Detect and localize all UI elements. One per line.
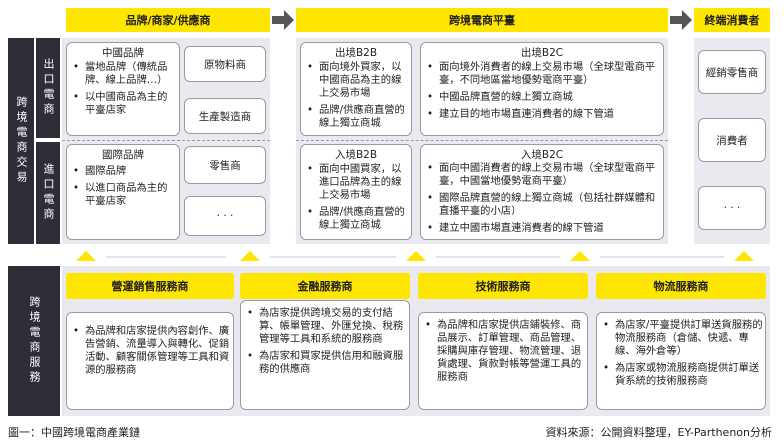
- export-b2c-list: 面向境外消費者的線上交易市場（全球型電商平臺，不同地區當地優勢電商平臺） 中國品…: [427, 61, 661, 125]
- service-list: 為店家/平臺提供訂單送貨服務的物流服務商（倉儲、快遞、專線、海外倉等） 為店家或…: [603, 319, 763, 392]
- supplier-more-box: · · ·: [184, 196, 266, 236]
- list-item: 國際品牌直營的線上獨立商城（包括社群媒體和直播平臺的小店）: [427, 192, 661, 218]
- import-b2b-list: 面向中國買家，以進口品牌為主的線上交易市場 品牌/供應商直營的線上獨立商城: [307, 163, 409, 236]
- box-title: 國際品牌: [102, 149, 144, 161]
- list-item: 當地品牌（傳統品牌、線上品牌…）: [73, 61, 177, 87]
- export-b2c-box: 出境B2C 面向境外消費者的線上交易市場（全球型電商平臺，不同地區當地優勢電商平…: [420, 42, 664, 136]
- import-b2b-box: 入境B2B 面向中國買家，以進口品牌為主的線上交易市場 品牌/供應商直營的線上獨…: [300, 144, 412, 240]
- export-label: 出口電商: [36, 38, 60, 138]
- list-item: 為店家/平臺提供訂單送貨服務的物流服務商（倉儲、快遞、專線、海外倉等）: [603, 319, 763, 358]
- list-item: 為店家和買家提供信用和融資服務的供應商: [247, 350, 407, 376]
- import-b2c-list: 面向中國消費者的線上交易市場（全球型電商平臺，中國當地優勢電商平臺） 國際品牌直…: [427, 162, 661, 239]
- import-b2c-box: 入境B2C 面向中國消費者的線上交易市場（全球型電商平臺，中國當地優勢電商平臺）…: [420, 144, 664, 240]
- list-item: 面向中國買家，以進口品牌為主的線上交易市場: [307, 163, 409, 202]
- box-title: 入境B2B: [334, 149, 378, 161]
- list-item: 建立目的地市場直連消費者的線下管道: [427, 108, 661, 121]
- list-item: 品牌/供應商直營的線上獨立商城: [307, 104, 409, 130]
- consumer-header: 終端消費者: [694, 8, 770, 32]
- consumer-more-box: · · ·: [698, 186, 766, 230]
- raw-material-box: 原物料商: [184, 46, 266, 82]
- figure-caption: 圖一：中國跨境電商產業鏈: [8, 426, 140, 439]
- consumer-box: 消費者: [698, 118, 766, 162]
- list-item: 為店家或物流服務商提供訂單送貨系統的技術服務商: [603, 362, 763, 388]
- list-item: 為店家提供跨境交易的支付結算、帳單管理、外匯兌換、稅務管理等工具和系統的服務商: [247, 307, 407, 346]
- retailer-box: 零售商: [184, 146, 266, 184]
- service-card-finance: 為店家提供跨境交易的支付結算、帳單管理、外匯兌換、稅務管理等工具和系統的服務商 …: [240, 300, 410, 410]
- list-item: 面向境外消費者的線上交易市場（全球型電商平臺，不同地區當地優勢電商平臺）: [427, 61, 661, 87]
- manufacturer-box: 生產製造商: [184, 98, 266, 134]
- service-title-logistics: 物流服務商: [596, 273, 766, 299]
- export-b2b-box: 出境B2B 面向境外買家，以中國商品為主的線上交易市場 品牌/供應商直營的線上獨…: [300, 42, 412, 136]
- list-item: 面向境外買家，以中國商品為主的線上交易市場: [307, 61, 409, 100]
- service-title-finance: 金融服務商: [240, 273, 410, 299]
- china-brand-list: 當地品牌（傳統品牌、線上品牌…） 以中國商品為主的平臺店家: [73, 61, 177, 121]
- list-item: 為品牌和店家提供店鋪裝修、商品展示、訂單管理、商品管理、採購與庫存管理、物流管理…: [425, 319, 585, 384]
- row-divider: [296, 140, 668, 141]
- service-list: 為品牌和店家提供內容創作、廣告營銷、流量導入與轉化、促銷活動、顧客關係管理等工具…: [73, 325, 231, 381]
- service-title-operations: 營運銷售服務商: [66, 273, 234, 299]
- list-item: 國際品牌: [73, 165, 177, 178]
- export-b2b-list: 面向境外買家，以中國商品為主的線上交易市場 品牌/供應商直營的線上獨立商城: [307, 61, 409, 134]
- list-item: 為品牌和店家提供內容創作、廣告營銷、流量導入與轉化、促銷活動、顧客關係管理等工具…: [73, 325, 231, 377]
- row-divider: [62, 140, 270, 141]
- box-title: 入境B2C: [520, 149, 564, 161]
- service-card-technology: 為品牌和店家提供店鋪裝修、商品展示、訂單管理、商品管理、採購與庫存管理、物流管理…: [418, 312, 588, 410]
- list-item: 品牌/供應商直營的線上獨立商城: [307, 206, 409, 232]
- source-note: 資料來源：公開資料整理，EY-Parthenon分析: [545, 426, 772, 439]
- intl-brand-list: 國際品牌 以進口商品為主的平臺店家: [73, 165, 177, 212]
- cross-border-trade-label: 跨境電商交易: [8, 38, 34, 244]
- list-item: 面向中國消費者的線上交易市場（全球型電商平臺，中國當地優勢電商平臺）: [427, 162, 661, 188]
- arrow-right-icon: [670, 10, 692, 30]
- list-item: 以進口商品為主的平臺店家: [73, 182, 177, 208]
- list-item: 建立中國市場直連消費者的線下管道: [427, 222, 661, 235]
- service-list: 為品牌和店家提供店鋪裝修、商品展示、訂單管理、商品管理、採購與庫存管理、物流管理…: [425, 319, 585, 388]
- service-title-technology: 技術服務商: [418, 273, 588, 299]
- box-title: 出境B2C: [520, 47, 564, 59]
- china-brand-box: 中國品牌 當地品牌（傳統品牌、線上品牌…） 以中國商品為主的平臺店家: [66, 42, 180, 136]
- retailer-consumer-box: 經銷零售商: [698, 50, 766, 94]
- intl-brand-box: 國際品牌 國際品牌 以進口商品為主的平臺店家: [66, 144, 180, 240]
- up-arrows-divider: [76, 251, 754, 261]
- list-item: 中國品牌直營的線上獨立商城: [427, 91, 661, 104]
- arrow-right-icon: [272, 10, 294, 30]
- service-list: 為店家提供跨境交易的支付結算、帳單管理、外匯兌換、稅務管理等工具和系統的服務商 …: [247, 307, 407, 380]
- services-label: 跨境電商服務: [8, 266, 60, 416]
- service-card-operations: 為品牌和店家提供內容創作、廣告營銷、流量導入與轉化、促銷活動、顧客關係管理等工具…: [66, 312, 234, 410]
- import-label: 進口電商: [36, 142, 60, 244]
- box-title: 出境B2B: [334, 47, 378, 59]
- platform-header: 跨境電商平臺: [296, 8, 668, 32]
- list-item: 以中國商品為主的平臺店家: [73, 91, 177, 117]
- box-title: 中國品牌: [102, 47, 144, 59]
- brand-header: 品牌/商家/供應商: [66, 8, 270, 32]
- service-card-logistics: 為店家/平臺提供訂單送貨服務的物流服務商（倉儲、快遞、專線、海外倉等） 為店家或…: [596, 312, 766, 410]
